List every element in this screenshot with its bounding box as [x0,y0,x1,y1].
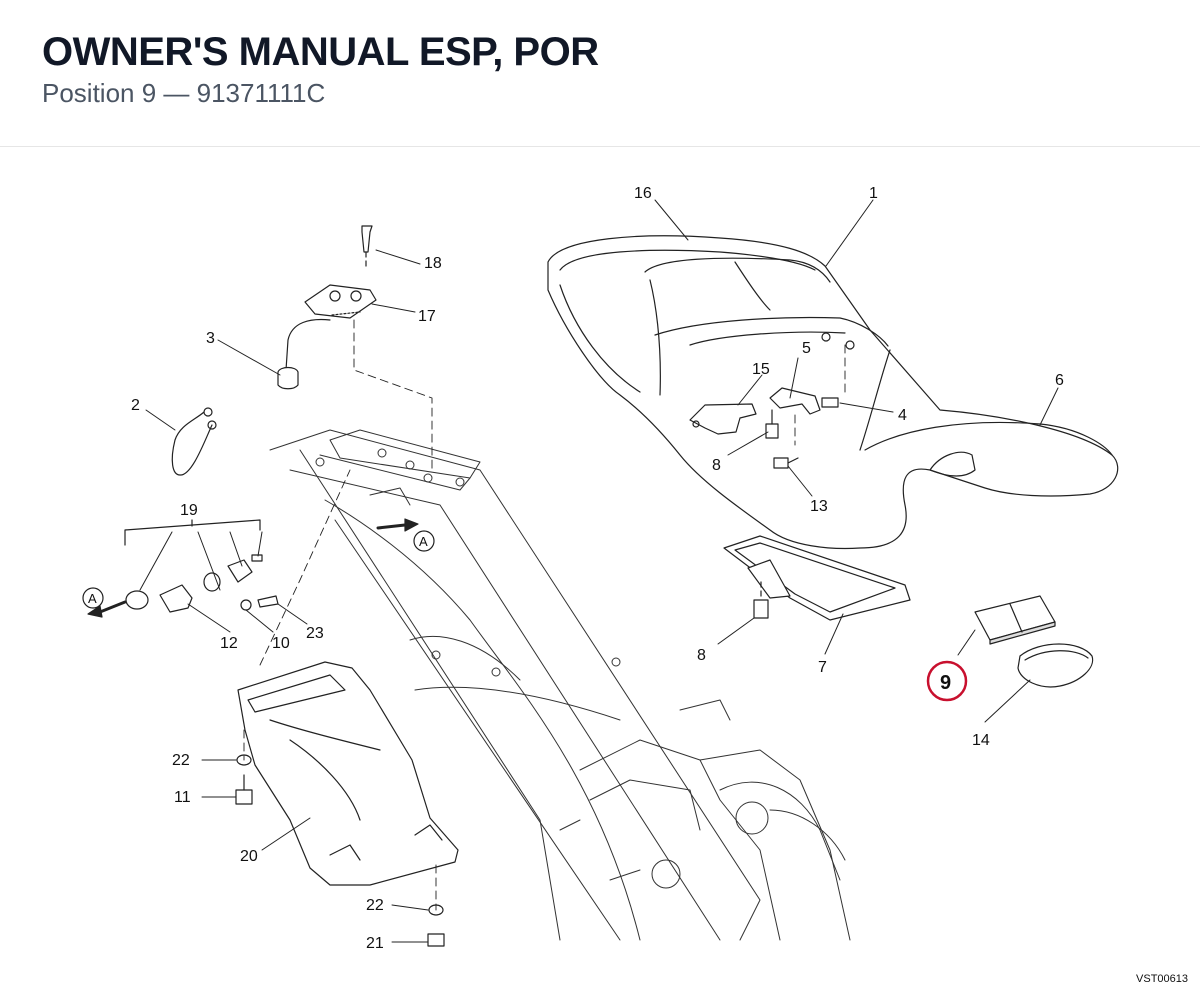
callout-7: 7 [818,659,827,676]
callout-22a: 22 [172,752,190,769]
callout-20: 20 [240,848,258,865]
callout-labels: 1 16 6 5 15 4 8 13 8 7 9 14 18 17 3 2 19… [88,185,1064,952]
callout-22b: 22 [366,897,384,914]
rear-subframe [270,430,850,940]
page-title: OWNER'S MANUAL ESP, POR [42,30,599,74]
callout-14: 14 [972,732,990,749]
callout-18: 18 [424,255,442,272]
seat-assembly [548,236,1118,549]
part-5-bracket [770,388,820,414]
callout-12: 12 [220,635,238,652]
callout-10: 10 [272,635,290,652]
header: OWNER'S MANUAL ESP, POR Position 9 — 913… [0,0,1200,147]
callout-23: 23 [306,625,324,642]
part-20-lower-tray [238,662,458,885]
part-17-seat-lock [305,285,376,318]
callout-3: 3 [206,330,215,347]
exploded-parts-diagram: 1 16 6 5 15 4 8 13 8 7 9 14 18 17 3 2 19… [0,185,1200,952]
part-15-bracket [690,404,756,434]
callout-8a: 8 [712,457,721,474]
callout-9: 9 [940,672,951,694]
document-id: VST00613 [1136,973,1188,985]
callout-6: 6 [1055,372,1064,389]
callout-21: 21 [366,935,384,952]
highlight-circle [926,660,968,702]
callout-11: 11 [174,789,191,806]
part-9-manual [975,596,1055,644]
callout-16: 16 [634,185,652,202]
callout-1: 1 [869,185,878,202]
callout-15: 15 [752,361,770,378]
callout-17: 17 [418,308,436,325]
callout-2: 2 [131,397,140,414]
callout-4: 4 [898,407,907,424]
callout-19: 19 [180,502,198,519]
arrow-a-label-left: A [88,591,97,606]
part-7-undertray [724,536,910,620]
arrow-a-label-right: A [419,534,428,549]
page-subtitle: Position 9 — 91371111C [42,78,326,108]
callout-8b: 8 [697,647,706,664]
callout-5: 5 [802,340,811,357]
callout-13: 13 [810,498,828,515]
